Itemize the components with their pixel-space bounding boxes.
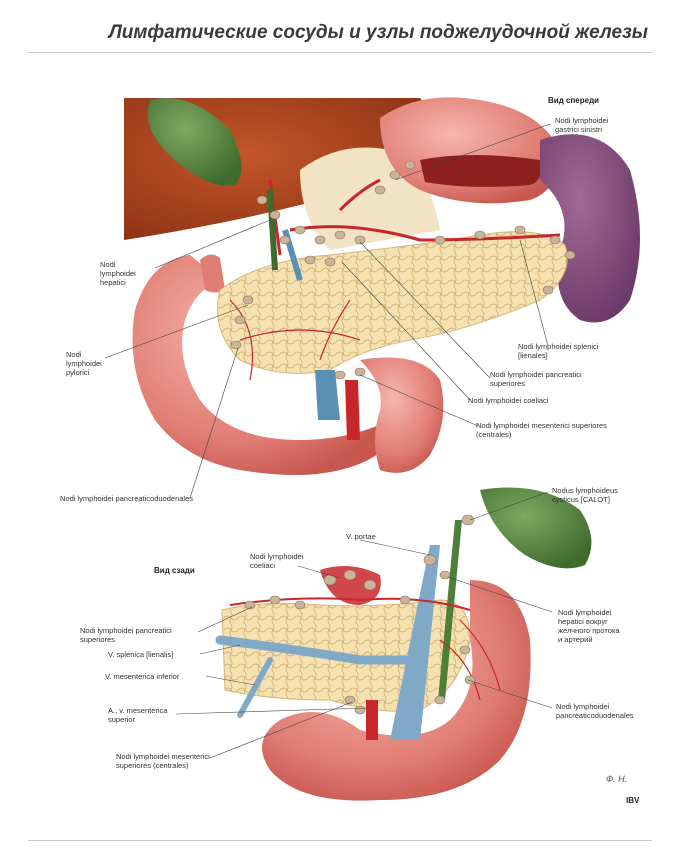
label-splenica: V. splenica [lienalis] bbox=[108, 650, 174, 659]
label-hepatici-back: Nodi lymphoidei hepatici вокруг желчного… bbox=[558, 608, 620, 644]
label-mesenterica-inferior: V. mesenterica inferior bbox=[105, 672, 180, 681]
label-pancreatici-superiores-front: Nodi lymphoidei pancreatici superiores bbox=[490, 370, 582, 388]
page-title: Лимфатические сосуды и узлы поджелудочно… bbox=[108, 22, 648, 43]
portal-vein-front bbox=[315, 370, 340, 420]
gallbladder bbox=[147, 98, 242, 186]
pancreas bbox=[217, 231, 568, 374]
label-coeliaci-back: Nodi lymphoidei coeliaci bbox=[250, 552, 304, 570]
back-view-label: Вид сзади bbox=[154, 566, 195, 575]
gallbladder-back bbox=[480, 487, 592, 569]
label-av-mesenterica-superior: A., v. mesenterica superior bbox=[108, 706, 168, 724]
portal-vein bbox=[390, 545, 440, 740]
mesenteric-artery-front bbox=[345, 380, 360, 440]
duodenum bbox=[132, 255, 390, 475]
label-splenici: Nodi lymphoidei splenici [lienales] bbox=[518, 342, 599, 360]
label-pylorici: Nodi lymphoidei pylorici bbox=[66, 350, 102, 377]
label-pancreaticoduodenales-back: Nodi lymphoidei pancreaticoduodenales bbox=[556, 702, 634, 720]
label-hepatici-front: Nodi lymphoidei hepatici bbox=[100, 260, 136, 287]
front-view-illustration bbox=[124, 97, 640, 475]
label-mesenterici-back: Nodi lymphoidei mesenterici superiores (… bbox=[116, 752, 210, 770]
top-divider bbox=[28, 52, 652, 53]
lymph-nodes-back bbox=[244, 514, 476, 715]
artist-signature: Ф. Н. bbox=[606, 774, 628, 784]
back-view-illustration bbox=[215, 487, 592, 801]
lymph-nodes-front bbox=[230, 160, 576, 380]
leader-lines bbox=[104, 123, 553, 759]
label-mesenterici-front: Nodi lymphoidei mesenterici superiores (… bbox=[476, 421, 607, 439]
label-portae: V. portae bbox=[346, 532, 376, 541]
front-view-label: Вид спереди bbox=[548, 96, 600, 105]
label-cysticus: Nodus lymphoideus cysticus [CALOT] bbox=[552, 486, 618, 504]
label-coeliaci-front: Nodi lymphoidei coeliaci bbox=[468, 396, 549, 405]
splenic-vein bbox=[215, 635, 415, 665]
label-gastrici-sinistri: Nodi lymphoidei gastrici sinistri bbox=[555, 116, 609, 134]
label-pancreatici-superiores-back: Nodi lymphoidei pancreatici superiores bbox=[80, 626, 172, 644]
bottom-divider bbox=[28, 840, 652, 841]
duodenum-back bbox=[262, 580, 531, 801]
publisher-logo: IBV bbox=[626, 796, 640, 805]
label-pancreaticoduodenales-front: Nodi lymphoidei pancreaticoduodenales bbox=[60, 494, 194, 503]
spleen bbox=[540, 134, 640, 323]
